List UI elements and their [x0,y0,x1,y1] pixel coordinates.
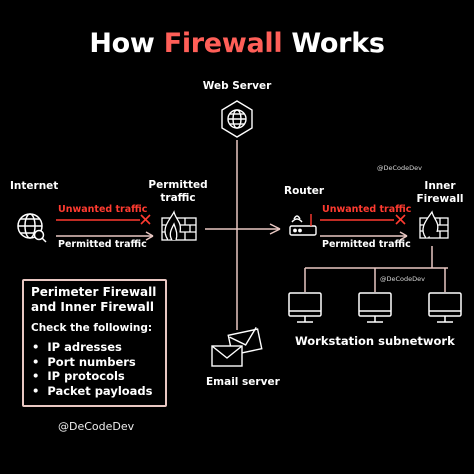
check-item: Port numbers [28,355,153,370]
globe-search-icon [17,213,47,243]
permitted-traffic-node-label: Permitted traffic [140,179,216,205]
check-item: IP adresses [28,340,153,355]
permitted-traffic-line2: traffic [160,192,196,204]
permitted-traffic-line1: Permitted [148,179,208,191]
monitor-icon [288,292,322,323]
router-icon [289,214,317,236]
info-box-title-line1: Perimeter Firewall [31,285,157,299]
left-unwanted-label: Unwanted traffic [58,204,148,215]
info-box-subtitle: Check the following: [31,322,153,334]
right-unwanted-label: Unwanted traffic [322,204,412,215]
workstation-subnetwork-label: Workstation subnetwork [295,334,455,348]
title-part-works: Works [291,28,385,59]
inner-firewall-line2: Firewall [416,193,464,205]
title-part-firewall: Firewall [163,28,283,59]
watermark-workstations: @DeCodeDev [380,275,425,283]
right-permitted-label: Permitted traffic [322,239,411,250]
inner-firewall-line1: Inner [424,180,456,192]
watermark-top-right: @DeCodeDev [377,164,422,172]
web-server-icon [221,100,253,138]
left-permitted-label: Permitted traffic [58,239,147,250]
info-box-title: Perimeter Firewall and Inner Firewall [31,285,166,315]
page-title: How Firewall Works [0,28,474,59]
email-icon [211,326,263,367]
email-server-label: Email server [206,376,280,388]
router-label: Router [284,185,325,197]
check-list: IP adresses Port numbers IP protocols Pa… [28,340,153,399]
internet-label: Internet [10,180,59,192]
left-block-x-icon [140,214,151,225]
info-box-title-line2: and Inner Firewall [31,300,154,314]
title-part-how: How [89,28,155,59]
inner-firewall-label: Inner Firewall [410,180,470,206]
inner-firewall-icon [419,210,449,239]
footer-handle: @DeCodeDev [58,420,135,433]
firewall-icon [161,210,197,241]
monitor-icon [358,292,392,323]
right-block-x-icon [395,214,406,225]
check-item: IP protocols [28,369,153,384]
web-server-label: Web Server [202,80,272,92]
monitor-icon [428,292,462,323]
info-box [22,279,167,407]
check-item: Packet payloads [28,384,152,399]
